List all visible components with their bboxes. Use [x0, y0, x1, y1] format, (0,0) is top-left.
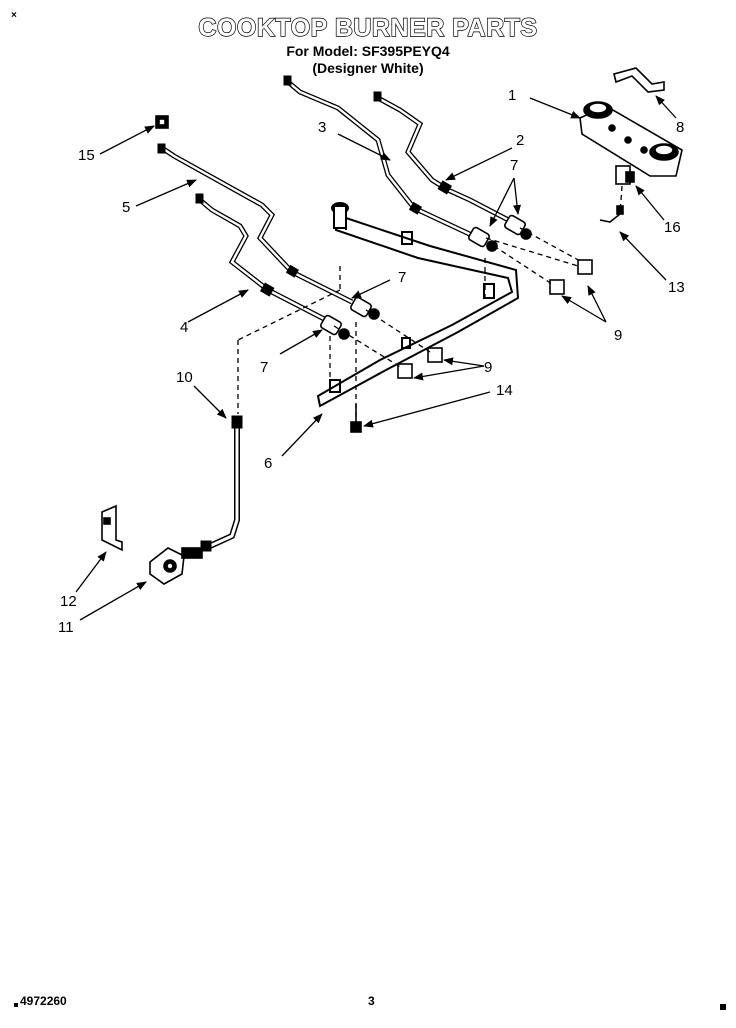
callout-11: 11 — [58, 619, 74, 636]
tube-3 — [283, 75, 480, 241]
tube-2 — [373, 91, 520, 228]
leader-arrows — [75, 95, 677, 621]
footer-dot — [14, 1003, 18, 1007]
dashed-connectors — [237, 185, 623, 420]
screw-14 — [350, 404, 362, 433]
orifice-holders-9 — [397, 259, 593, 379]
electrode-13 — [599, 205, 624, 223]
callout-10: 10 — [176, 369, 193, 386]
callout-15: 15 — [78, 147, 95, 164]
callout-12: 12 — [60, 593, 77, 610]
tube-4 — [195, 193, 332, 325]
callout-2: 2 — [516, 132, 524, 149]
part-number: 4972260 — [20, 994, 67, 1008]
callout-labels: 1 2 3 4 5 6 7 7 7 8 9 9 10 11 12 13 14 1… — [58, 87, 685, 636]
clip-16 — [615, 165, 635, 185]
bracket-8 — [613, 67, 665, 93]
callout-3: 3 — [318, 119, 326, 136]
model-line: For Model: SF395PEYQ4 — [286, 43, 450, 59]
burner-bracket-1 — [579, 101, 683, 177]
regulator-11 — [149, 547, 203, 585]
callout-7-middle: 7 — [398, 269, 406, 286]
color-line: (Designer White) — [312, 60, 424, 76]
callout-6: 6 — [264, 455, 272, 472]
valve-7-upper-right — [504, 214, 532, 240]
page-number: 3 — [368, 994, 375, 1008]
manifold-6 — [316, 202, 520, 408]
callout-16: 16 — [664, 219, 681, 236]
callout-5: 5 — [122, 199, 130, 216]
valve-7-middle — [350, 296, 380, 320]
callout-14: 14 — [496, 382, 513, 399]
cap-15 — [155, 115, 169, 129]
valve-7-upper-left — [468, 226, 498, 252]
footer-mark — [720, 1004, 726, 1010]
corner-mark: × — [11, 10, 17, 21]
callout-13: 13 — [668, 279, 685, 296]
valve-7-lower — [320, 314, 350, 340]
callout-4: 4 — [180, 319, 188, 336]
callout-1: 1 — [508, 87, 516, 104]
callout-9-lower: 9 — [484, 359, 492, 376]
tube-10 — [200, 415, 243, 552]
callout-8: 8 — [676, 119, 684, 136]
callout-7-upper: 7 — [510, 157, 518, 174]
callout-9-right: 9 — [614, 327, 622, 344]
tube-5 — [157, 143, 354, 305]
page-title: COOKTOP BURNER PARTS — [198, 13, 538, 42]
bracket-12 — [101, 504, 123, 552]
callout-7-lower: 7 — [260, 359, 268, 376]
